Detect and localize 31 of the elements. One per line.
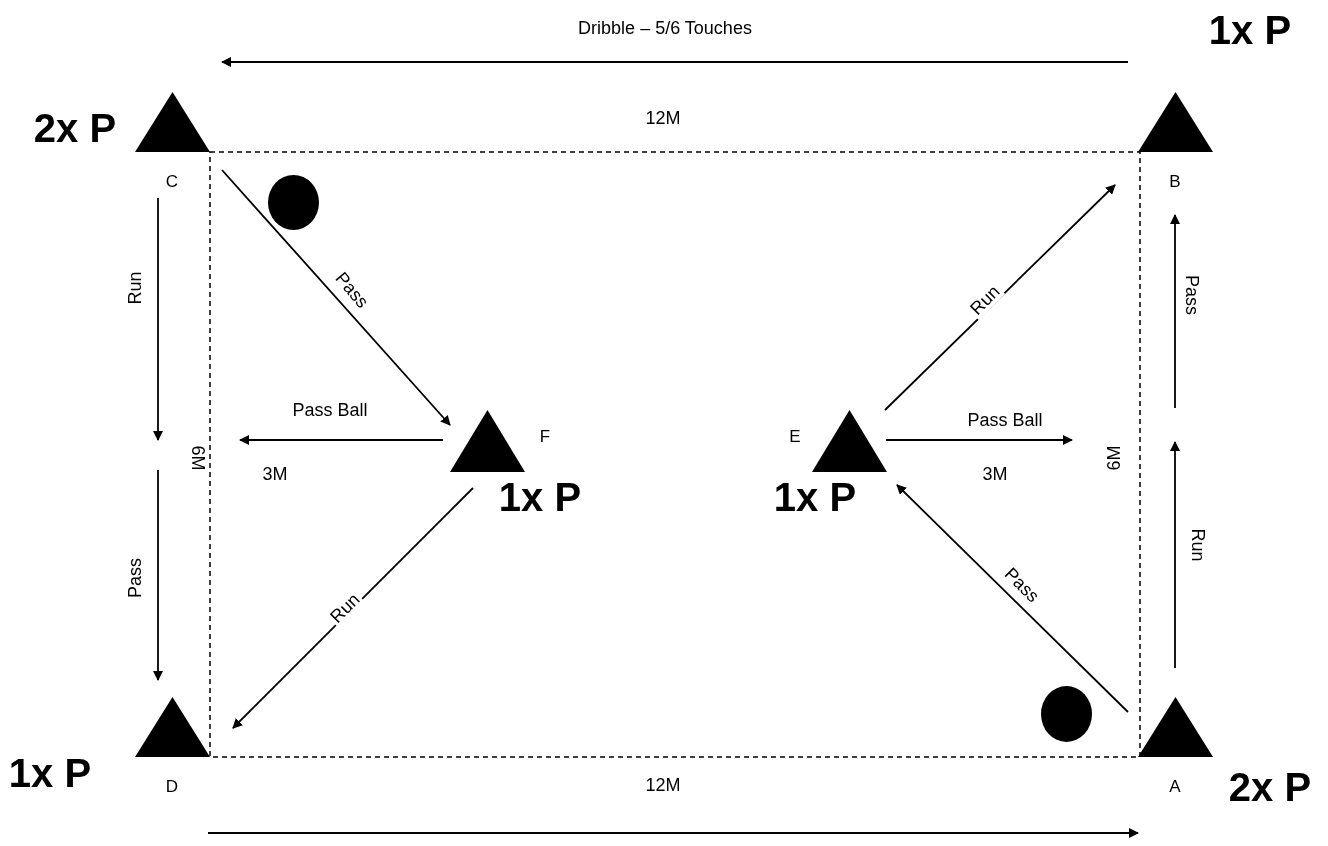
arrow [884, 184, 1116, 411]
arrow [885, 435, 1073, 445]
arrow [207, 828, 1139, 838]
cone-marker [1138, 92, 1213, 152]
arrow [1170, 441, 1180, 669]
player-count: 1x P [8, 751, 92, 795]
cone-marker [135, 697, 210, 757]
cone-marker [812, 410, 887, 472]
ball [1041, 686, 1092, 742]
cone-letter: E [789, 427, 801, 447]
arrow [1170, 214, 1180, 409]
arrow [232, 487, 474, 729]
cone-letter: A [1169, 777, 1181, 797]
cone-letter: C [165, 172, 179, 192]
cone-letter: B [1169, 172, 1181, 192]
player-count: 1x P [1208, 8, 1292, 52]
arrow [239, 435, 444, 445]
player-count: 2x P [33, 106, 117, 150]
ball [268, 175, 319, 230]
cone-marker [135, 92, 210, 152]
cone-letter: F [539, 427, 551, 447]
arrow [896, 484, 1129, 713]
cone-marker [1138, 697, 1213, 757]
player-count: 1x P [498, 475, 582, 519]
arrow [153, 197, 163, 441]
player-count: 1x P [773, 475, 857, 519]
arrow [221, 57, 1129, 67]
cone-letter: D [165, 777, 179, 797]
arrow [153, 469, 163, 681]
player-count: 2x P [1228, 765, 1312, 809]
cone-marker [450, 410, 525, 472]
